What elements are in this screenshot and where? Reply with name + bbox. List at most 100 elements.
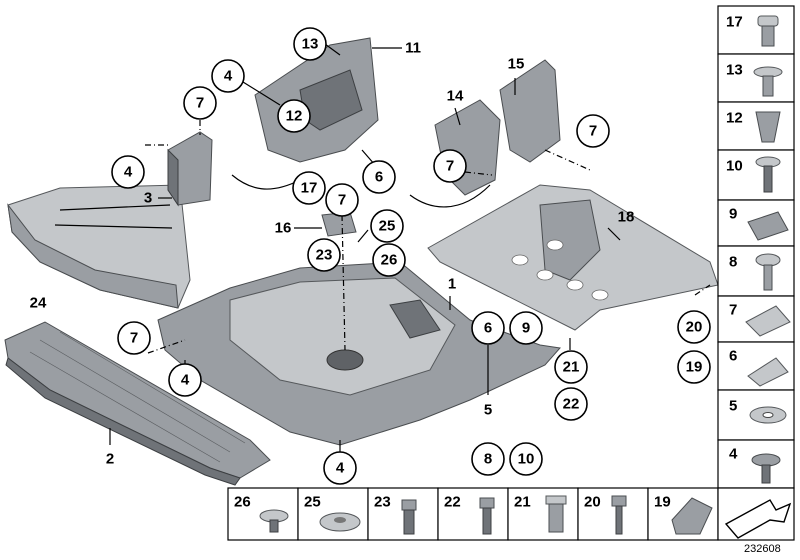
legend-num-9: 9 <box>729 206 737 223</box>
callout-23: 23 <box>307 238 341 272</box>
part-15-wheel-arch-cover <box>409 59 561 208</box>
legend-num-21: 21 <box>514 494 531 511</box>
washer-5-icon <box>749 406 787 424</box>
svg-text:19: 19 <box>686 359 703 376</box>
svg-text:6: 6 <box>484 320 492 337</box>
legend-num-4: 4 <box>729 446 738 463</box>
callout-6a: 6 <box>362 160 396 194</box>
callout-6b: 6 <box>471 311 505 345</box>
svg-text:14: 14 <box>447 88 464 105</box>
callout-22: 22 <box>554 387 588 421</box>
legend-num-7: 7 <box>729 302 737 319</box>
svg-text:4: 4 <box>124 164 133 181</box>
label-11: 11 <box>405 40 421 57</box>
callout-4c: 4 <box>168 363 202 397</box>
callout-12: 12 <box>277 99 311 133</box>
callout-10: 10 <box>509 442 543 476</box>
part-2-lower-panel <box>4 321 271 486</box>
svg-text:23: 23 <box>316 247 333 264</box>
clip-25-icon <box>319 512 361 532</box>
label-16: 16 <box>275 220 292 237</box>
legend-num-17: 17 <box>726 14 743 31</box>
spring-nut-7-icon <box>745 305 791 337</box>
leader-lines <box>109 43 711 456</box>
expanding-rivet-13-icon <box>753 66 783 97</box>
callout-7b: 7 <box>576 114 610 148</box>
svg-text:17: 17 <box>301 180 318 197</box>
screw-10-icon <box>755 156 781 193</box>
legend-num-6: 6 <box>729 348 737 365</box>
legend-bottom: 26 25 23 22 21 20 19 <box>227 487 795 541</box>
callout-4b: 4 <box>111 155 145 189</box>
label-24: 24 <box>30 295 47 312</box>
legend-num-19: 19 <box>654 494 671 511</box>
callout-9: 9 <box>509 311 543 345</box>
svg-text:7: 7 <box>589 123 597 140</box>
svg-text:13: 13 <box>302 36 319 53</box>
svg-text:6: 6 <box>375 169 383 186</box>
legend-right: 17 13 12 10 9 8 7 6 5 4 <box>717 5 795 489</box>
diagram-code: 232608 <box>744 543 781 555</box>
svg-text:21: 21 <box>563 359 580 376</box>
callout-26: 26 <box>372 243 406 277</box>
legend-num-12: 12 <box>726 110 743 127</box>
legend-num-10: 10 <box>726 158 743 175</box>
clip-19-icon <box>671 497 713 535</box>
legend-num-13: 13 <box>726 62 743 79</box>
legend-num-26: 26 <box>234 494 251 511</box>
nut-26-icon <box>259 509 289 533</box>
callout-17: 17 <box>292 171 326 205</box>
svg-text:7: 7 <box>130 330 138 347</box>
callout-7e: 7 <box>117 321 151 355</box>
callout-25: 25 <box>370 209 404 243</box>
label-2: 2 <box>106 451 114 468</box>
svg-text:7: 7 <box>446 158 454 175</box>
svg-text:20: 20 <box>686 319 703 336</box>
callout-4a: 4 <box>211 59 245 93</box>
label-18: 18 <box>618 209 635 226</box>
label-15: 15 <box>508 56 525 73</box>
bolt-20-icon <box>611 495 627 535</box>
rivet-17-icon <box>757 15 779 47</box>
part-11-wheel-arch-cover <box>231 37 379 190</box>
svg-text:7: 7 <box>338 192 346 209</box>
legend-num-20: 20 <box>584 494 601 511</box>
label-14: 14 <box>447 88 464 105</box>
legend-num-8: 8 <box>729 254 737 271</box>
callout-4d: 4 <box>323 451 357 485</box>
spring-nut-9-icon <box>747 211 789 241</box>
callout-7c: 7 <box>433 149 467 183</box>
rivet-8-icon <box>755 253 781 291</box>
callout-13: 13 <box>293 27 327 61</box>
part-3-bracket <box>167 131 213 207</box>
part-18-side-panel <box>427 184 719 331</box>
screw-4-icon <box>751 453 781 484</box>
callout-7d: 7 <box>325 183 359 217</box>
svg-text:25: 25 <box>379 218 396 235</box>
svg-text:26: 26 <box>381 252 398 269</box>
part-24-front-panel <box>7 184 191 309</box>
rivet-nut-21-icon <box>545 495 567 533</box>
svg-text:16: 16 <box>275 220 292 237</box>
callout-19: 19 <box>677 350 711 384</box>
svg-text:3: 3 <box>144 190 152 207</box>
legend-num-23: 23 <box>374 494 391 511</box>
svg-text:22: 22 <box>563 396 580 413</box>
svg-text:9: 9 <box>522 320 530 337</box>
callout-21: 21 <box>554 350 588 384</box>
svg-text:12: 12 <box>286 108 303 125</box>
svg-text:24: 24 <box>30 295 47 312</box>
svg-text:4: 4 <box>336 460 345 477</box>
spring-nut-6-icon <box>747 357 789 387</box>
bolt-22-icon <box>479 497 495 535</box>
callout-20: 20 <box>677 310 711 344</box>
legend-num-5: 5 <box>729 398 737 415</box>
svg-text:8: 8 <box>484 451 492 468</box>
svg-text:11: 11 <box>405 40 421 57</box>
legend-num-22: 22 <box>444 494 461 511</box>
part-1-underbody-shield <box>157 261 561 446</box>
label-5: 5 <box>484 402 492 419</box>
svg-text:1: 1 <box>448 276 456 293</box>
label-1: 1 <box>448 276 456 293</box>
